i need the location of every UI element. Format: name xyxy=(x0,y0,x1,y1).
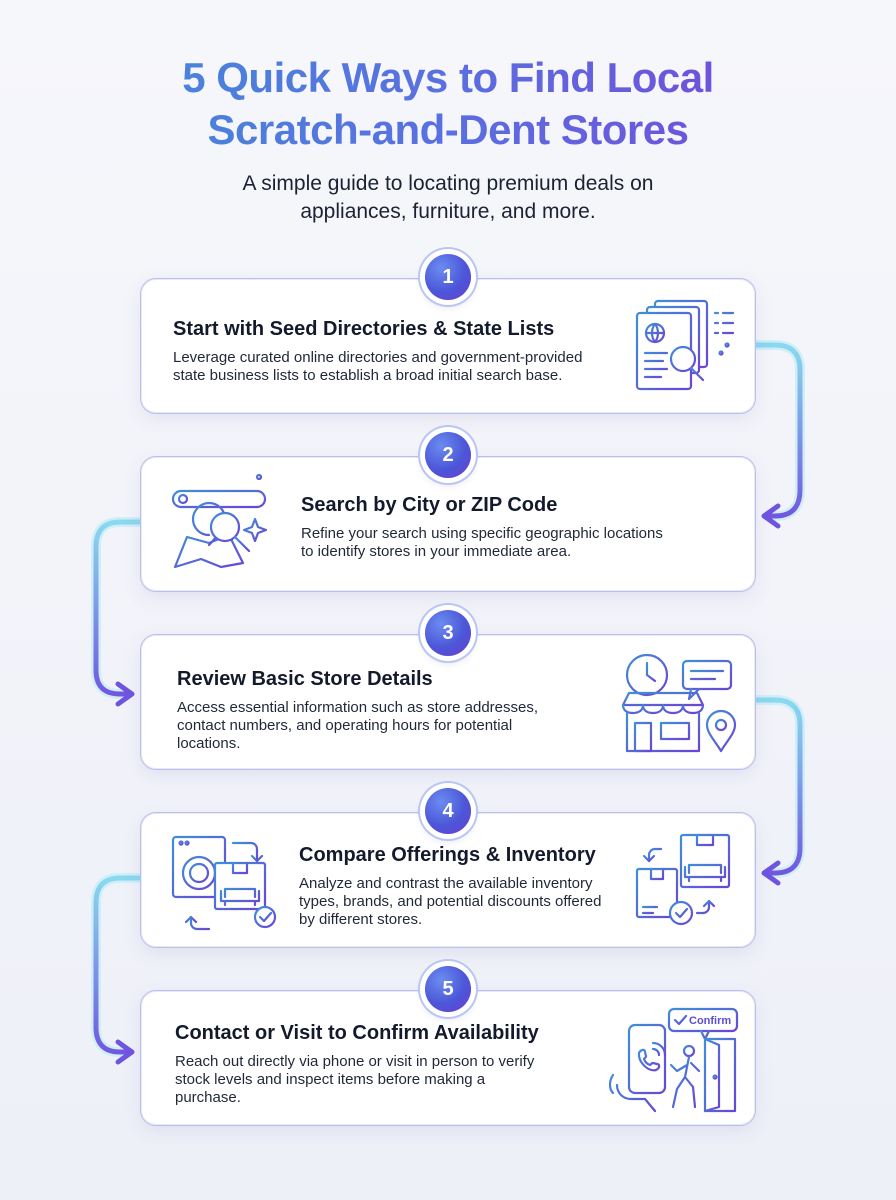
step-card-2: Search by City or ZIP Code Refine your s… xyxy=(140,456,756,592)
step-5-description: Reach out directly via phone or visit in… xyxy=(175,1053,534,1107)
step-5-title: Contact or Visit to Confirm Availability xyxy=(175,1022,539,1044)
connector-3-4 xyxy=(751,695,805,886)
connector-1-2 xyxy=(751,340,805,529)
map-search-icon xyxy=(171,473,268,569)
step-1-desc-line: Leverage curated online directories and … xyxy=(173,349,583,366)
step-3-desc-line: locations. xyxy=(177,735,241,752)
step-5-desc-line: Reach out directly via phone or visit in… xyxy=(175,1053,535,1070)
storefront-clock-icon xyxy=(617,653,737,753)
inventory-compare-icon xyxy=(635,833,731,926)
step-badge-3: 3 xyxy=(425,610,471,656)
subtitle-line-2: appliances, furniture, and more. xyxy=(300,200,596,223)
step-2-title: Search by City or ZIP Code xyxy=(301,494,558,516)
step-3-desc-line: Access essential information such as sto… xyxy=(177,699,539,716)
step-4-desc-line: Analyze and contrast the available inven… xyxy=(299,875,593,892)
document-globe-search-icon xyxy=(635,299,735,391)
step-1-desc-line: state business lists to establish a broa… xyxy=(173,367,563,384)
step-3-desc-line: contact numbers, and operating hours for… xyxy=(177,717,513,734)
step-card-5: Contact or Visit to Confirm Availability… xyxy=(140,990,756,1126)
step-4-description: Analyze and contrast the available inven… xyxy=(299,875,601,929)
step-1-title: Start with Seed Directories & State List… xyxy=(173,318,555,340)
step-card-1: Start with Seed Directories & State List… xyxy=(140,278,756,414)
step-badge-4: 4 xyxy=(425,788,471,834)
page-subtitle: A simple guide to locating premium deals… xyxy=(0,170,896,226)
step-4-desc-line: by different stores. xyxy=(299,911,423,928)
step-5-desc-line: purchase. xyxy=(175,1089,241,1106)
step-badge-5: 5 xyxy=(425,966,471,1012)
step-2-description: Refine your search using specific geogra… xyxy=(301,525,663,561)
step-2-desc-line: Refine your search using specific geogra… xyxy=(301,525,663,542)
step-2-desc-line: to identify stores in your immediate are… xyxy=(301,543,572,560)
connector-4-5 xyxy=(91,873,145,1065)
washer-sofa-icon xyxy=(171,835,277,931)
step-card-4: Compare Offerings & Inventory Analyze an… xyxy=(140,812,756,948)
connector-2-3 xyxy=(91,517,145,707)
step-badge-2: 2 xyxy=(425,432,471,478)
step-1-description: Leverage curated online directories and … xyxy=(173,349,582,385)
step-4-title: Compare Offerings & Inventory xyxy=(299,844,596,866)
step-3-title: Review Basic Store Details xyxy=(177,668,433,690)
step-4-desc-line: types, brands, and potential discounts o… xyxy=(299,893,602,910)
step-3-description: Access essential information such as sto… xyxy=(177,699,538,753)
step-5-desc-line: stock levels and inspect items before ma… xyxy=(175,1071,486,1088)
step-badge-1: 1 xyxy=(425,254,471,300)
phone-visit-icon: Confirm xyxy=(608,1007,741,1115)
step-card-3: Review Basic Store Details Access essent… xyxy=(140,634,756,770)
subtitle-line-1: A simple guide to locating premium deals… xyxy=(242,172,654,195)
confirm-chip-label: Confirm xyxy=(689,1015,731,1027)
